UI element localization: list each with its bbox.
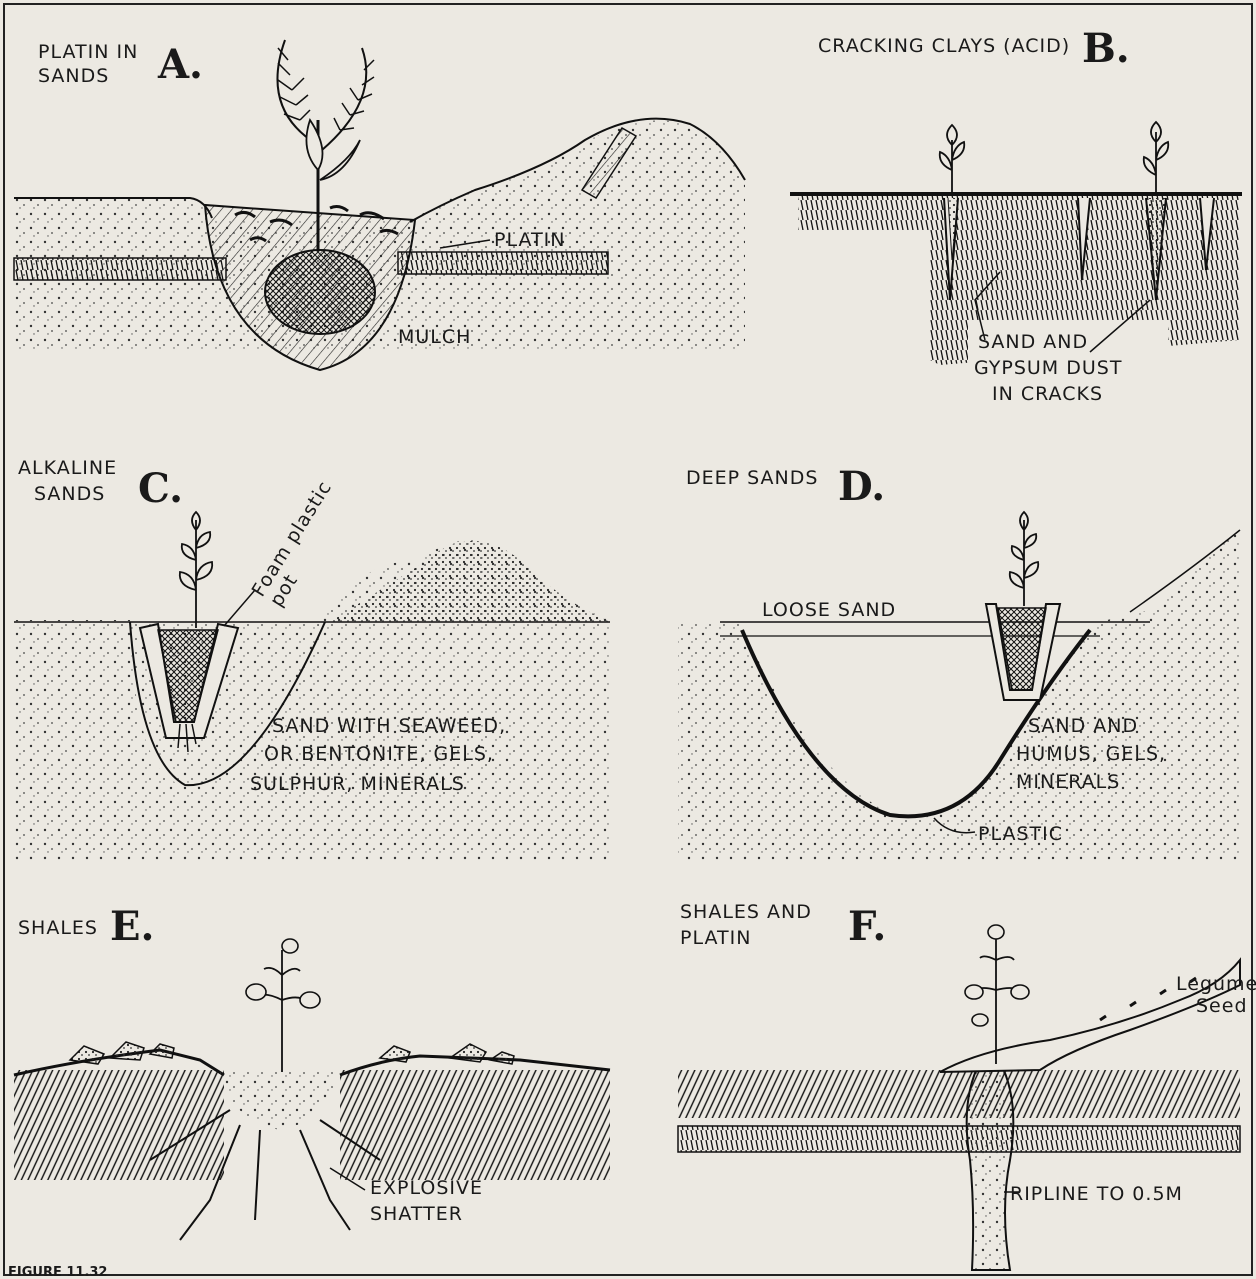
panel-d: DEEP SANDS D. LOOSE SAND SAND AND HUMUS,… [678,463,1240,860]
shattered-rock-left [70,1042,174,1064]
plant-e [258,950,306,1072]
shale-right [340,1070,610,1180]
label-minerals: MINERALS [1016,771,1120,793]
panel-e-letter: E. [110,903,154,950]
plant-b-right [1144,122,1169,196]
label-sand-seaweed: SAND WITH SEAWEED, [272,715,506,737]
shale-f-upper [678,1070,1240,1118]
panel-a: PLATIN IN SANDS A. PLATIN MULCH [14,40,745,370]
panel-e-title: SHALES [18,917,98,939]
label-sulphur: SULPHUR, MINERALS [250,773,465,795]
foam-pot-leader [224,590,255,626]
shale-left [14,1070,224,1180]
shattered-rock-right [380,1044,514,1064]
panel-f-letter: F. [848,903,886,950]
label-gypsum-dust: GYPSUM DUST [974,357,1122,379]
panel-f-title: SHALES AND [680,901,812,923]
panel-d-ground [678,530,1240,860]
panel-c: ALKALINE SANDS C. Foam plastic pot SAND … [14,457,610,860]
plant-f-pods [965,925,1029,1026]
label-bentonite: OR BENTONITE, GELS, [264,743,494,765]
panel-e: SHALES E. EXPLOSIVE SHATTER [14,903,610,1240]
panel-f: SHALES AND PLATIN F. Legume Seed RIPLINE… [678,901,1256,1270]
platin-layer-left [14,258,226,280]
panel-b-title: CRACKING CLAYS (ACID) [818,35,1070,57]
label-mulch: MULCH [398,326,471,348]
label-legume: Legume [1176,973,1256,995]
panel-a-letter: A. [157,41,203,88]
plant-d [1010,512,1038,606]
label-platin: PLATIN [494,229,565,251]
label-in-cracks: IN CRACKS [992,383,1103,405]
figure-caption: FIGURE 11.32 [8,1265,107,1279]
label-explosive: EXPLOSIVE [370,1177,483,1199]
plant-b-left [940,125,965,196]
panel-b: CRACKING CLAYS (ACID) B. SAND AND GYPSUM… [790,25,1242,410]
label-seed: Seed [1196,995,1248,1017]
panel-b-letter: B. [1082,25,1130,72]
label-shatter: SHATTER [370,1203,463,1225]
label-loose-sand: LOOSE SAND [762,599,896,621]
panel-a-title: PLATIN IN [38,41,138,63]
label-plastic: PLASTIC [978,823,1063,845]
label-humus: HUMUS, GELS, [1016,743,1166,765]
label-sand-and: SAND AND [978,331,1088,353]
panel-f-title-line2: PLATIN [680,927,751,949]
panel-d-title: DEEP SANDS [686,467,818,489]
panel-c-letter: C. [138,465,183,512]
platin-f-lower [678,1126,1240,1152]
platin-layer-right [398,252,608,274]
ripline [967,1062,1014,1270]
label-ripline: RIPLINE TO 0.5M [1010,1183,1183,1205]
panel-a-title-line2: SANDS [38,65,109,87]
root-ball [265,250,375,334]
panel-d-letter: D. [838,463,885,510]
plant-c [180,512,212,628]
panel-c-title-line2: SANDS [34,483,105,505]
label-sand-and-d: SAND AND [1028,715,1138,737]
panel-c-title: ALKALINE [18,457,117,479]
seedling-leaf-right-fronds [334,60,374,130]
